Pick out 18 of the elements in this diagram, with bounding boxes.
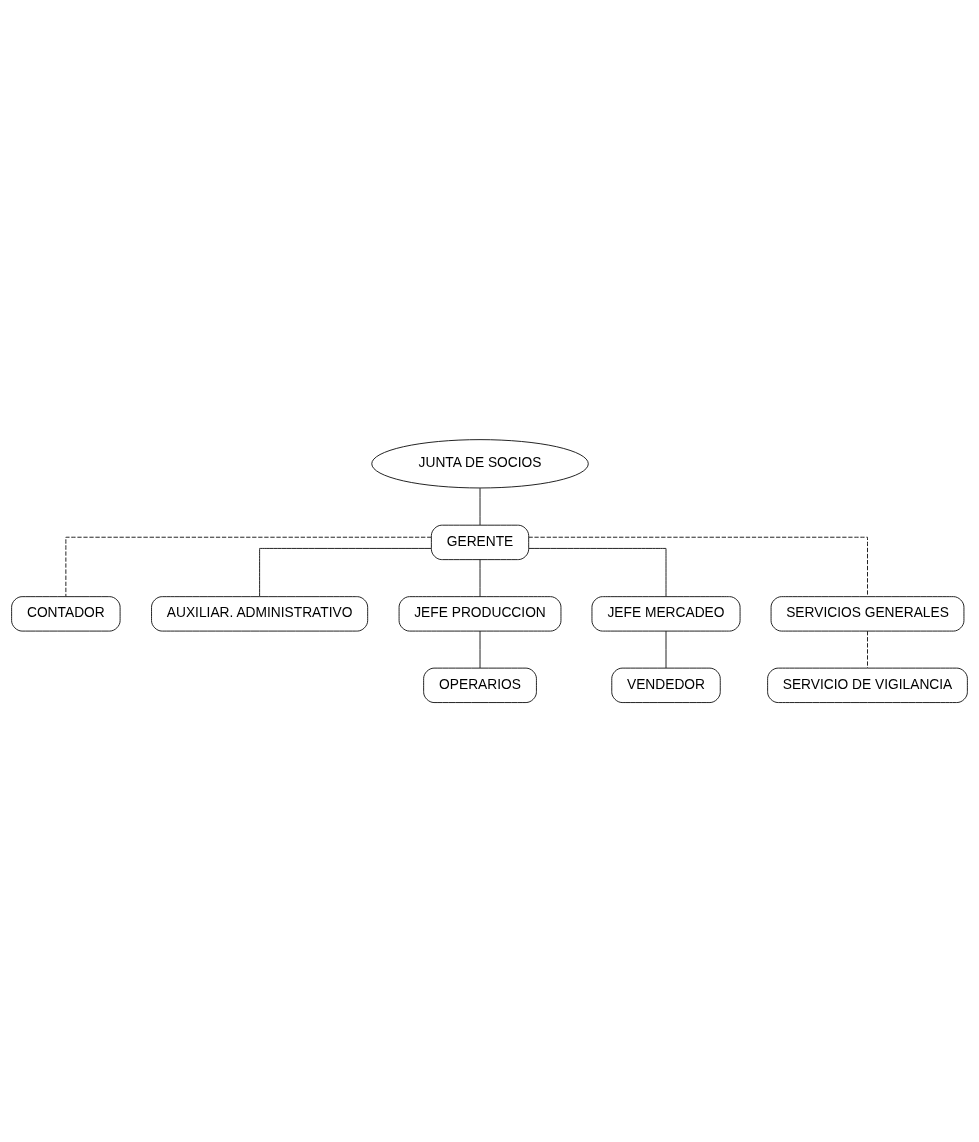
- node-box: SERVICIO DE VIGILANCIA: [767, 667, 968, 703]
- node-ellipse: JUNTA DE SOCIOS: [371, 439, 589, 489]
- node-box: AUXILIAR. ADMINISTRATIVO: [151, 596, 369, 632]
- connector: [65, 536, 432, 597]
- node-box: CONTADOR: [11, 596, 121, 632]
- connector: [528, 548, 667, 597]
- connector: [528, 536, 868, 597]
- node-box: SERVICIOS GENERALES: [770, 596, 965, 632]
- connector: [479, 559, 481, 597]
- node-box: OPERARIOS: [423, 667, 537, 703]
- node-box: GERENTE: [430, 524, 530, 561]
- node-box: JEFE PRODUCCION: [398, 596, 562, 632]
- node-box: VENDEDOR: [611, 667, 721, 703]
- connector: [665, 630, 667, 669]
- connector: [479, 630, 481, 669]
- connector: [867, 630, 868, 669]
- connector: [259, 548, 432, 597]
- node-box: JEFE MERCADEO: [591, 596, 741, 632]
